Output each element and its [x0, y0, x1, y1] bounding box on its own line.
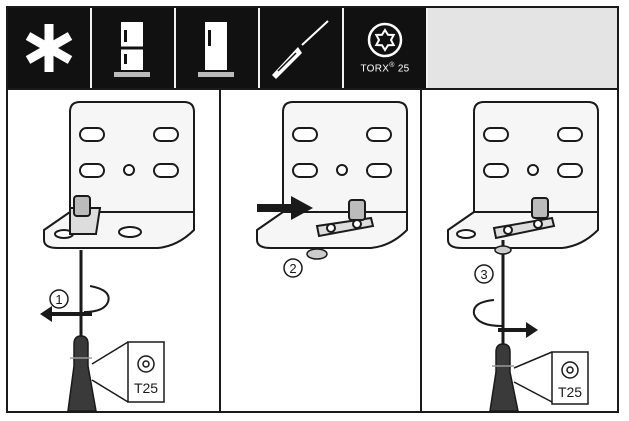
step-number: 1 [55, 292, 62, 307]
header-blank [428, 8, 617, 88]
fridge-freezer-cell [92, 8, 176, 88]
tool-header: TORX® 25 [8, 8, 617, 90]
step-panels: 1 T25 [8, 90, 617, 411]
torx-cell: TORX® 25 [344, 8, 428, 88]
fridge-freezer-icon [114, 22, 150, 77]
screwdriver-cell [260, 8, 344, 88]
screwdriver-icon [272, 20, 329, 79]
panel-2: 2 [256, 101, 408, 278]
panel-divider [219, 90, 221, 411]
torx-registered: ® [389, 61, 395, 69]
asterisk-icon [25, 24, 73, 72]
fridge-cell [176, 8, 260, 88]
instruction-frame: TORX® 25 [6, 6, 619, 413]
panel-divider [420, 90, 422, 411]
torx-size: 25 [397, 63, 410, 75]
torx-label: TORX® 25 [360, 62, 409, 74]
panel-1: 1 T25 [40, 101, 195, 411]
bit-label: T25 [134, 380, 158, 396]
panel-3: 3 T25 [447, 101, 599, 411]
step-number: 3 [480, 267, 487, 282]
torx-text: TORX [360, 63, 390, 75]
torx-bit-icon [367, 22, 403, 58]
step-number: 2 [289, 261, 296, 276]
bit-label: T25 [558, 384, 582, 400]
asterisk-cell [8, 8, 92, 88]
fridge-icon [198, 22, 234, 77]
